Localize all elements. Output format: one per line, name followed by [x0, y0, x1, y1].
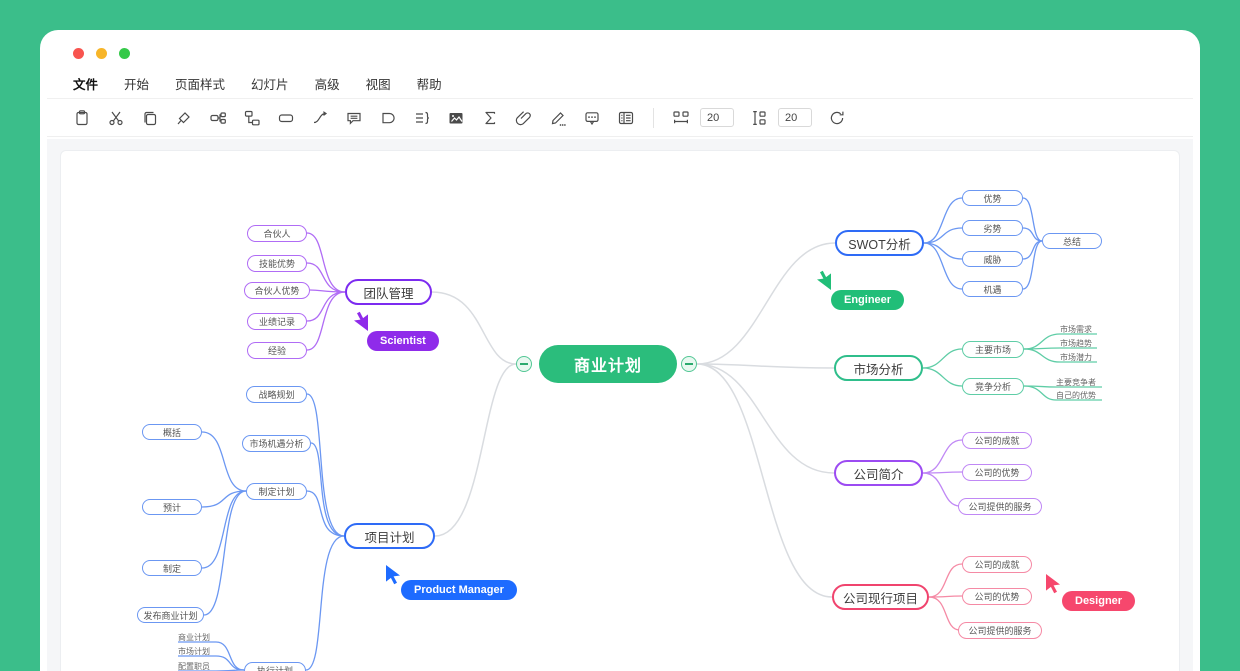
insert-topic-icon[interactable] [205, 105, 231, 131]
node-mkt_c2[interactable]: 竞争分析 [962, 378, 1024, 395]
node-team_c3[interactable]: 合伙人优势 [244, 282, 310, 299]
node-proj_c3[interactable]: 制定计划 [246, 483, 307, 500]
collaborator-cursor-icon-designer [1044, 573, 1066, 595]
format-painter-icon[interactable] [171, 105, 197, 131]
node-plan_c2[interactable]: 预计 [142, 499, 202, 515]
node-mkt_l4[interactable]: 主要竞争者 [1056, 377, 1096, 387]
node-cur_c2[interactable]: 公司的优势 [962, 588, 1032, 605]
cut-icon[interactable] [103, 105, 129, 131]
collaborator-label-scientist: Scientist [367, 331, 439, 351]
refresh-icon[interactable] [824, 105, 850, 131]
node-team_c5[interactable]: 经验 [247, 342, 307, 359]
node-swot_c3[interactable]: 威胁 [962, 251, 1023, 267]
node-comp_c3[interactable]: 公司提供的服务 [958, 498, 1042, 515]
node-swot_c1[interactable]: 优势 [962, 190, 1023, 206]
topic-shape-icon[interactable] [273, 105, 299, 131]
app-window: 文件 开始 页面样式 幻灯片 高级 视图 帮助 [40, 30, 1200, 671]
node-team[interactable]: 团队管理 [345, 279, 432, 305]
node-company[interactable]: 公司简介 [834, 460, 923, 486]
relationship-icon[interactable] [307, 105, 333, 131]
remark-icon[interactable] [579, 105, 605, 131]
callout-icon[interactable] [375, 105, 401, 131]
menu-item-help[interactable]: 帮助 [416, 78, 442, 92]
menu-item-page-style[interactable]: 页面样式 [175, 78, 226, 92]
node-plan_c4[interactable]: 发布商业计划 [137, 607, 204, 623]
collapse-right-button[interactable] [681, 356, 697, 372]
collapse-left-button[interactable] [516, 356, 532, 372]
node-cur_c3[interactable]: 公司提供的服务 [958, 622, 1042, 639]
node-swot_c2[interactable]: 劣势 [962, 220, 1023, 236]
collaborator-label-pm: Product Manager [401, 580, 517, 600]
menu-item-slides[interactable]: 幻灯片 [251, 78, 289, 92]
menu-bar: 文件 开始 页面样式 幻灯片 高级 视图 帮助 [47, 69, 1193, 99]
node-mkt_l2[interactable]: 市场趋势 [1060, 338, 1092, 348]
h-spacing-icon[interactable] [668, 105, 694, 131]
close-window-button[interactable] [73, 47, 84, 59]
signature-icon[interactable] [545, 105, 571, 131]
connector-lines [178, 197, 1102, 671]
node-mkt_l5[interactable]: 自己的优势 [1056, 390, 1096, 400]
insert-subtopic-icon[interactable] [239, 105, 265, 131]
insert-image-icon[interactable] [443, 105, 469, 131]
menu-item-file[interactable]: 文件 [73, 78, 99, 92]
node-proj_c1[interactable]: 战略规划 [246, 386, 307, 403]
collaborator-label-designer: Designer [1062, 591, 1136, 611]
node-plan_c1[interactable]: 概括 [142, 424, 202, 440]
collaborator-label-engineer: Engineer [831, 290, 905, 310]
collaborator-cursor-icon-scientist [348, 310, 370, 332]
minimize-window-button[interactable] [96, 47, 107, 59]
node-proj_c2[interactable]: 市场机遇分析 [242, 435, 311, 452]
node-swot[interactable]: SWOT分析 [835, 230, 924, 256]
node-team_c2[interactable]: 技能优势 [247, 255, 307, 272]
formula-icon[interactable] [477, 105, 503, 131]
node-swot_c4[interactable]: 机遇 [962, 281, 1023, 297]
titlebar [47, 37, 1193, 69]
node-proj_c4[interactable]: 执行计划 [244, 662, 306, 671]
toolbar [47, 99, 1193, 137]
collaborator-cursor-icon-pm [384, 564, 406, 586]
outline-icon[interactable] [613, 105, 639, 131]
node-exec_c3[interactable]: 配置职员 [178, 661, 210, 671]
node-mkt_l1[interactable]: 市场需求 [1060, 324, 1092, 334]
toolbar-divider [653, 107, 654, 128]
node-mkt_c1[interactable]: 主要市场 [962, 341, 1024, 358]
node-cur_c1[interactable]: 公司的成就 [962, 556, 1032, 573]
zoom-window-button[interactable] [119, 47, 130, 59]
menu-item-start[interactable]: 开始 [124, 78, 150, 92]
menu-item-view[interactable]: 视图 [365, 78, 391, 92]
v-spacing-input[interactable] [778, 108, 812, 127]
comment-icon[interactable] [341, 105, 367, 131]
summary-icon[interactable] [409, 105, 435, 131]
paste-icon[interactable] [69, 105, 95, 131]
v-spacing-icon[interactable] [746, 105, 772, 131]
node-plan_c3[interactable]: 制定 [142, 560, 202, 576]
mindmap-canvas[interactable]: 商业计划 团队管理 合伙人技能优势合伙人优势业绩记录经验项目计划 战略规划市场机遇分析… [61, 151, 1179, 671]
menu-item-advanced[interactable]: 高级 [314, 78, 340, 92]
node-team_c1[interactable]: 合伙人 [247, 225, 307, 242]
workspace: 商业计划 团队管理 合伙人技能优势合伙人优势业绩记录经验项目计划 战略规划市场机遇分析… [47, 139, 1193, 671]
h-spacing-input[interactable] [700, 108, 734, 127]
node-comp_c2[interactable]: 公司的优势 [962, 464, 1032, 481]
collaborator-cursor-icon-engineer [811, 269, 833, 291]
copy-icon[interactable] [137, 105, 163, 131]
attachment-icon[interactable] [511, 105, 537, 131]
node-comp_c1[interactable]: 公司的成就 [962, 432, 1032, 449]
node-current[interactable]: 公司现行项目 [832, 584, 929, 610]
node-exec_c2[interactable]: 市场计划 [178, 646, 210, 656]
node-swot_sum[interactable]: 总结 [1042, 233, 1102, 249]
node-mkt_l3[interactable]: 市场潜力 [1060, 352, 1092, 362]
node-center[interactable]: 商业计划 [539, 345, 677, 383]
node-project[interactable]: 项目计划 [344, 523, 435, 549]
node-team_c4[interactable]: 业绩记录 [247, 313, 307, 330]
node-exec_c1[interactable]: 商业计划 [178, 632, 210, 642]
node-market[interactable]: 市场分析 [834, 355, 923, 381]
